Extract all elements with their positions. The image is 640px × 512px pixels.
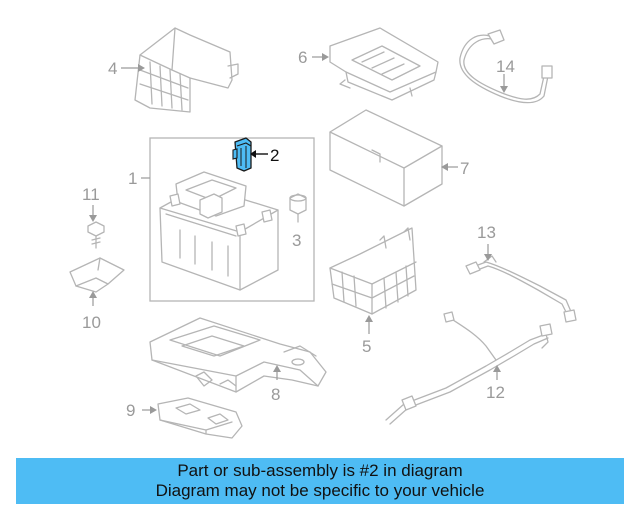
callout-11[interactable]: 11 (82, 185, 100, 204)
part-11-bolt[interactable] (87, 221, 105, 249)
callout-10-arrow (89, 291, 97, 298)
part-5-tray-liner[interactable] (329, 227, 417, 315)
callout-6[interactable]: 6 (298, 48, 307, 67)
part-14-ground-cable[interactable] (459, 29, 553, 104)
callout-14[interactable]: 14 (496, 57, 515, 76)
part-2-terminal[interactable] (232, 137, 252, 172)
callout-5[interactable]: 5 (362, 337, 371, 356)
callout-13-arrow (484, 254, 492, 261)
part-7-insulation-cover[interactable] (329, 109, 443, 207)
part-10-hold-down[interactable] (69, 257, 125, 293)
callout-11-arrow (89, 215, 97, 222)
part-12-wiring-harness[interactable] (385, 311, 553, 425)
callout-12[interactable]: 12 (486, 383, 505, 402)
callout-3[interactable]: 3 (292, 231, 301, 250)
caption-line-part: Part or sub-assembly is #2 in diagram (177, 461, 463, 480)
callout-1[interactable]: 1 (128, 169, 137, 188)
part-4-battery-shield[interactable] (134, 27, 239, 113)
callout-8-arrow (273, 365, 281, 372)
part-8-battery-tray[interactable] (149, 317, 327, 393)
part-13-battery-cable[interactable] (465, 255, 577, 323)
callout-12-arrow (493, 365, 501, 372)
callout-14-arrow (500, 86, 508, 93)
callout-2-arrow (250, 150, 256, 158)
callout-4[interactable]: 4 (108, 59, 117, 78)
callout-5-arrow (365, 315, 373, 322)
callout-7-arrow (441, 163, 448, 171)
callout-4-arrow (138, 64, 145, 72)
callout-13[interactable]: 13 (477, 223, 496, 242)
caption-line-disclaimer: Diagram may not be specific to your vehi… (155, 481, 485, 500)
part-1-battery[interactable] (159, 171, 279, 291)
callout-8[interactable]: 8 (271, 385, 280, 404)
callout-6-arrow (322, 53, 329, 61)
callout-2[interactable]: 2 (270, 146, 279, 165)
callout-10[interactable]: 10 (82, 313, 101, 332)
part-1-box (149, 137, 315, 302)
part-3-cap[interactable] (289, 193, 307, 223)
caption-banner: Part or sub-assembly is #2 in diagram Di… (16, 458, 624, 504)
callout-7[interactable]: 7 (460, 159, 469, 178)
part-9-mount-plate[interactable] (157, 397, 243, 439)
part-6-battery-cover[interactable] (329, 27, 439, 101)
callout-9[interactable]: 9 (126, 401, 135, 420)
callout-9-arrow (150, 406, 157, 414)
